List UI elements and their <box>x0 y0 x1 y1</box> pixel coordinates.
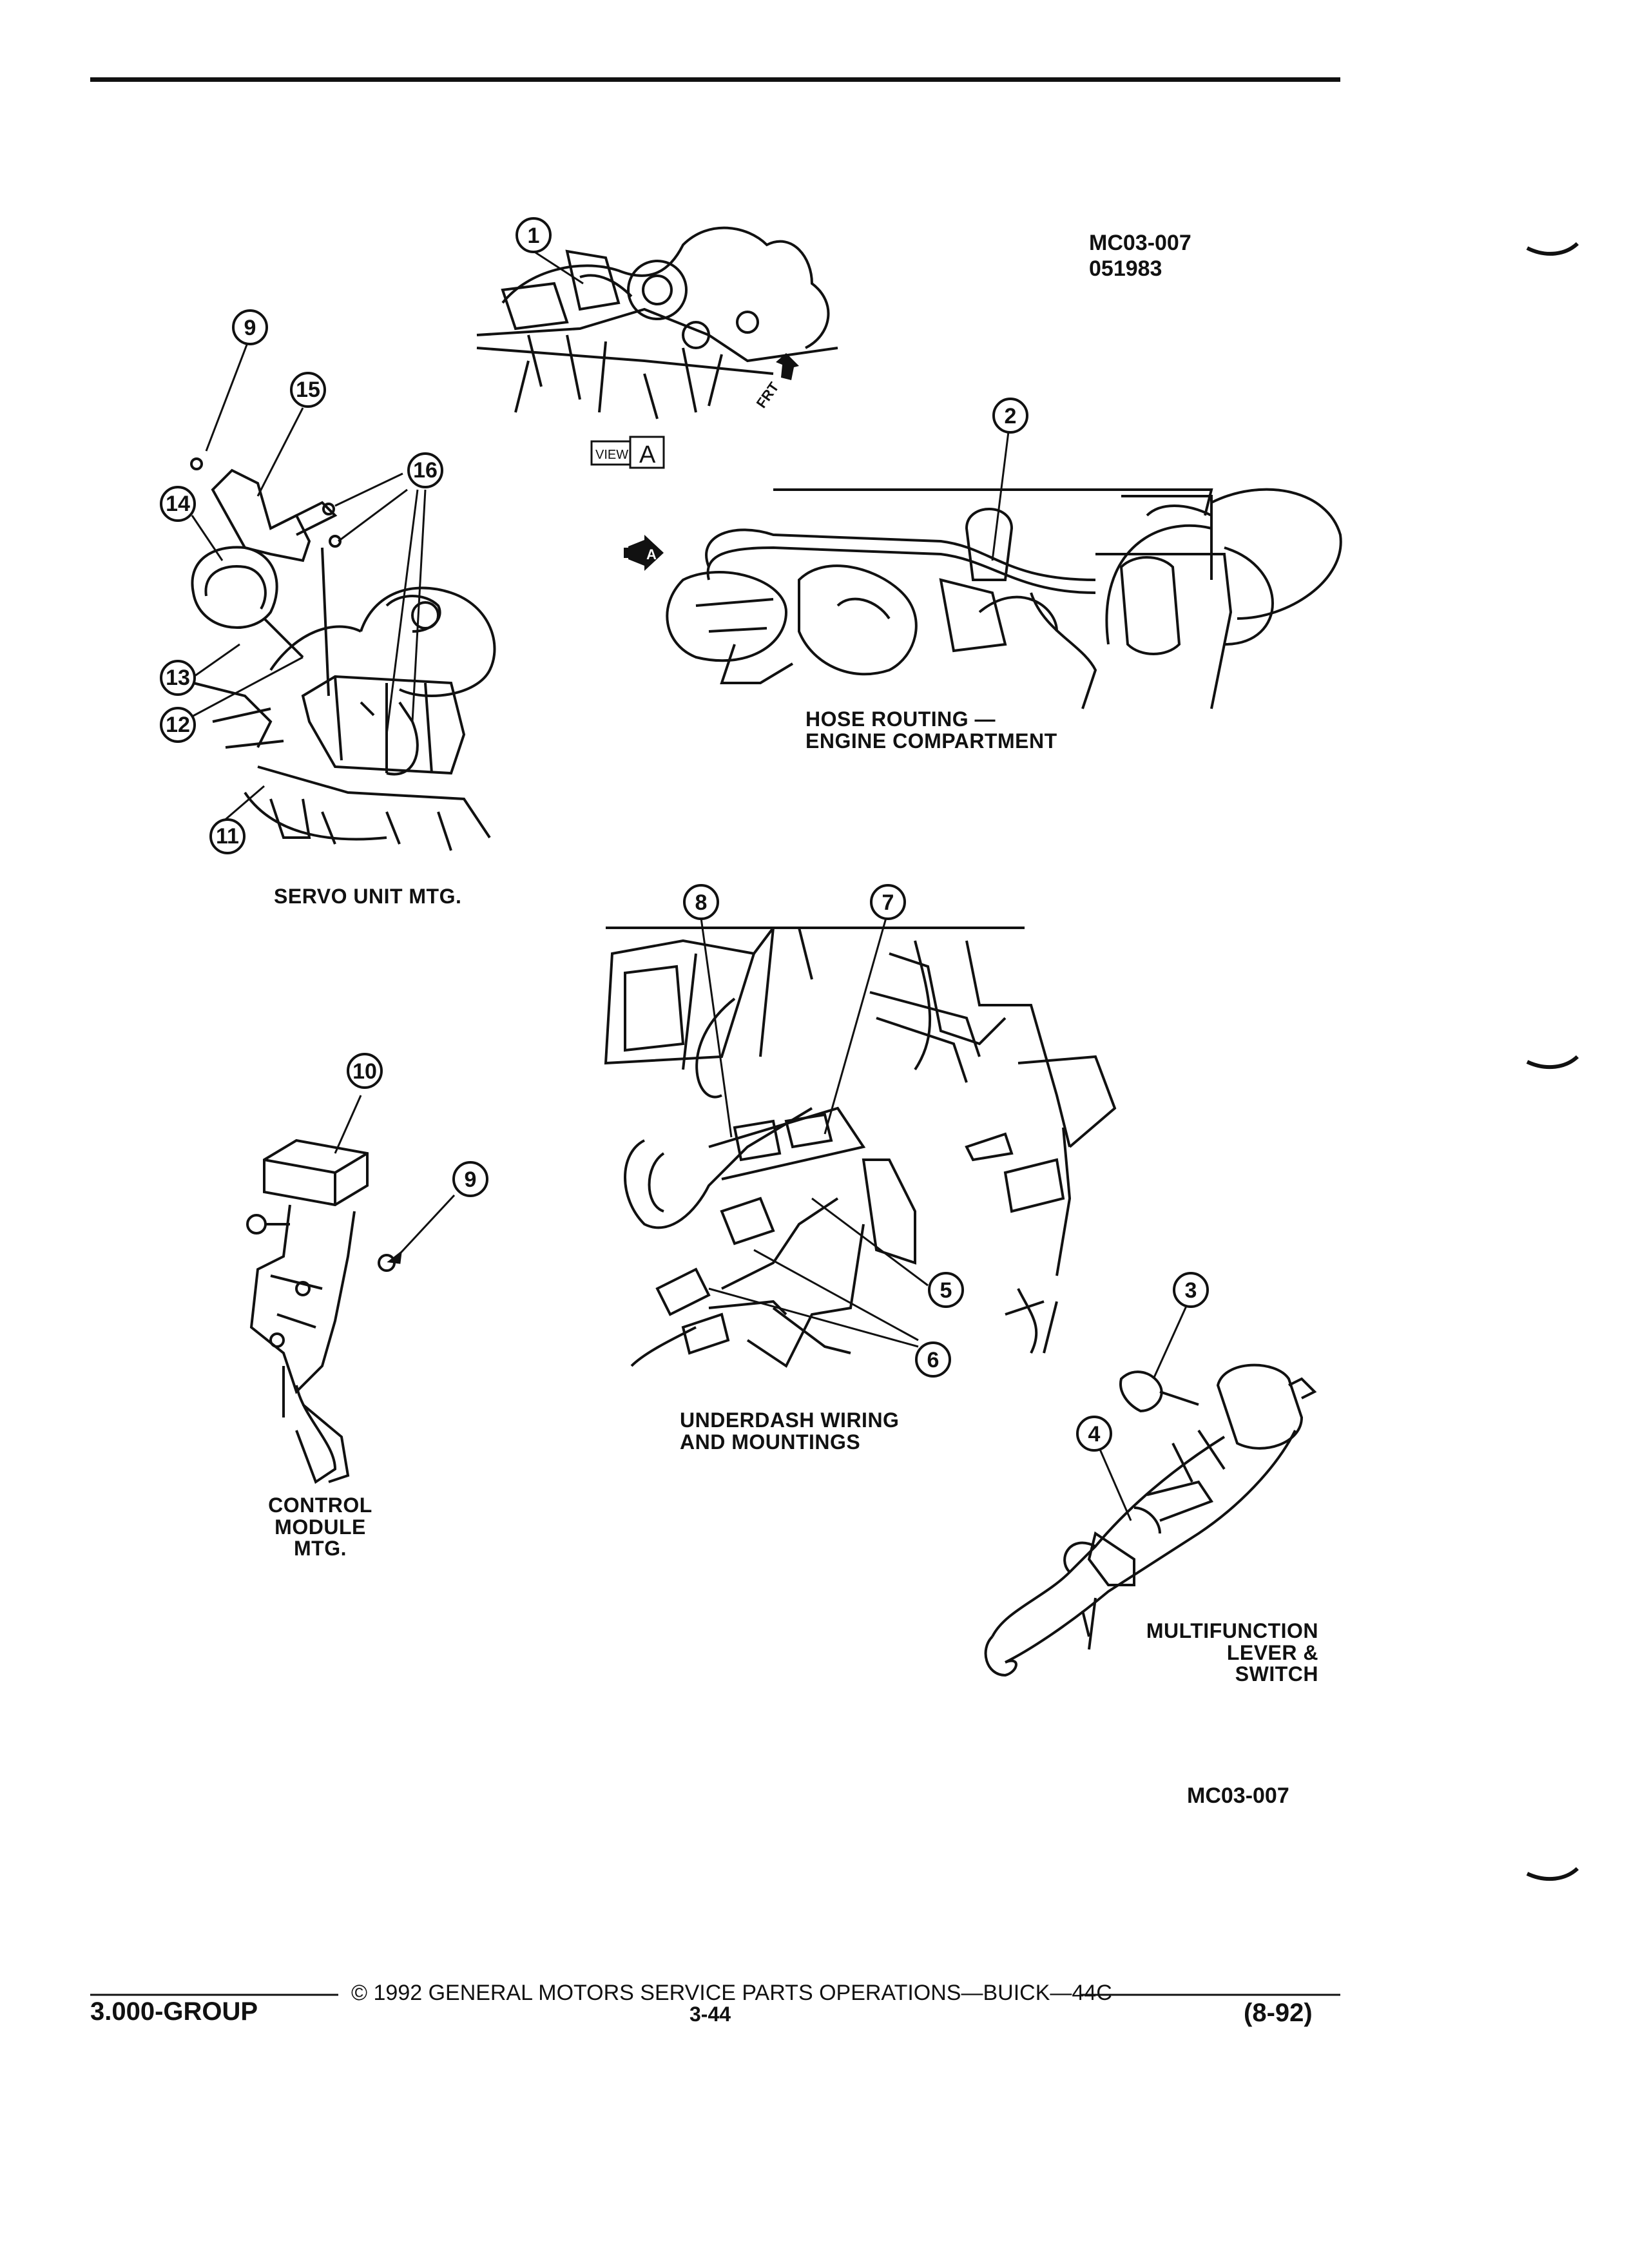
top-rule <box>90 77 1340 82</box>
figure-date: 051983 <box>1089 256 1162 281</box>
footer-page-number: 3-44 <box>689 2003 731 2026</box>
caption-hose-routing-line1: HOSE ROUTING — <box>805 707 996 731</box>
caption-underdash-line1: UNDERDASH WIRING <box>680 1408 900 1432</box>
view-a-engine-detail <box>476 226 838 419</box>
hose-routing-drawing <box>666 488 1342 709</box>
control-module-drawing <box>246 1139 396 1485</box>
callout-5: 5 <box>928 1272 964 1308</box>
svg-text:16: 16 <box>413 458 438 483</box>
multifunction-leader-lines <box>1097 1304 1188 1521</box>
caption-hose-routing: HOSE ROUTING — ENGINE COMPARTMENT <box>805 707 1057 753</box>
margin-mark-3 <box>1526 1867 1579 1881</box>
svg-text:VIEW: VIEW <box>595 448 628 462</box>
svg-text:12: 12 <box>166 713 190 737</box>
callout-14: 14 <box>160 486 196 522</box>
caption-underdash-line2: AND MOUNTINGS <box>680 1430 861 1454</box>
caption-control-line2: MODULE <box>275 1515 366 1539</box>
caption-underdash: UNDERDASH WIRING AND MOUNTINGS <box>680 1408 900 1454</box>
callout-4: 4 <box>1076 1416 1112 1452</box>
servo-unit-drawing <box>190 457 496 851</box>
svg-text:1: 1 <box>528 224 540 248</box>
callout-10: 10 <box>347 1053 383 1089</box>
margin-mark-1 <box>1526 242 1579 256</box>
callout-9-module: 9 <box>452 1161 488 1197</box>
underdash-leader-lines <box>700 918 929 1348</box>
callout-2: 2 <box>992 398 1028 434</box>
arrow-a-indicator: A <box>624 535 664 571</box>
callout-16: 16 <box>407 452 443 488</box>
frt-label: FRT <box>753 379 782 411</box>
svg-text:6: 6 <box>927 1348 940 1372</box>
control-module-leader-lines <box>334 1095 456 1264</box>
figure-code-bottom: MC03-007 <box>1187 1783 1289 1808</box>
svg-text:5: 5 <box>940 1278 952 1303</box>
figure-code-top: MC03-007 <box>1089 231 1191 255</box>
footer-date: (8-92) <box>1244 1999 1313 2027</box>
svg-text:3: 3 <box>1185 1278 1197 1303</box>
svg-text:A: A <box>639 441 656 468</box>
svg-text:9: 9 <box>465 1168 477 1192</box>
callout-6: 6 <box>915 1341 951 1378</box>
view-a-label: VIEW A <box>590 436 665 469</box>
svg-text:4: 4 <box>1088 1422 1101 1446</box>
callout-1: 1 <box>516 217 552 253</box>
underdash-wiring-drawing <box>604 927 1117 1368</box>
callout-12: 12 <box>160 707 196 743</box>
caption-servo-unit: SERVO UNIT MTG. <box>274 885 462 908</box>
callout-13: 13 <box>160 660 196 696</box>
callout-8: 8 <box>683 884 719 920</box>
caption-control-module: CONTROL MODULE MTG. <box>265 1494 375 1561</box>
top-leader-lines <box>533 250 1010 561</box>
callout-15: 15 <box>290 372 326 408</box>
svg-text:9: 9 <box>244 316 256 340</box>
callout-7: 7 <box>870 884 906 920</box>
svg-text:11: 11 <box>216 824 239 849</box>
caption-control-line3: MTG. <box>294 1537 347 1561</box>
caption-multifunction-line1: MULTIFUNCTION <box>1146 1619 1318 1642</box>
svg-text:15: 15 <box>296 378 320 402</box>
svg-text:13: 13 <box>166 666 190 690</box>
svg-text:7: 7 <box>882 890 894 915</box>
svg-text:8: 8 <box>695 890 708 915</box>
caption-multifunction: MULTIFUNCTION LEVER & SWITCH <box>1138 1620 1318 1686</box>
footer-group: 3.000-GROUP <box>90 1997 258 2026</box>
callout-9-servo: 9 <box>232 309 268 345</box>
servo-leader-lines <box>191 344 427 827</box>
multifunction-lever-drawing <box>984 1363 1317 1677</box>
svg-text:14: 14 <box>166 492 190 516</box>
svg-text:10: 10 <box>352 1059 377 1084</box>
svg-text:A: A <box>646 546 657 562</box>
callout-11: 11 <box>209 818 246 854</box>
front-direction-arrow <box>776 353 799 380</box>
caption-control-line1: CONTROL <box>268 1494 372 1517</box>
caption-multifunction-line2: LEVER & SWITCH <box>1226 1640 1318 1686</box>
caption-hose-routing-line2: ENGINE COMPARTMENT <box>805 729 1057 753</box>
svg-text:2: 2 <box>1005 404 1017 428</box>
margin-mark-2 <box>1526 1055 1579 1070</box>
footer-copyright: © 1992 GENERAL MOTORS SERVICE PARTS OPER… <box>351 1981 1112 2005</box>
callout-3: 3 <box>1173 1272 1209 1308</box>
